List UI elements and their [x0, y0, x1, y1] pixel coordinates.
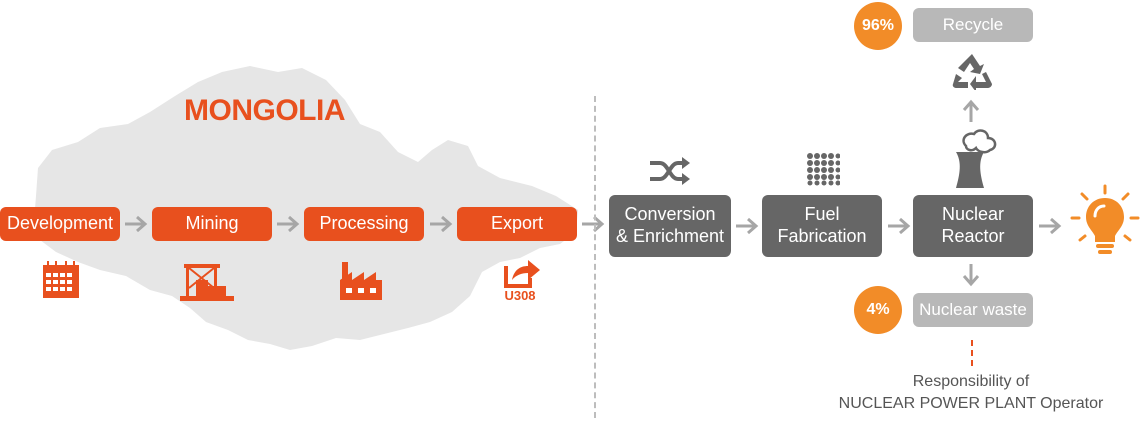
responsibility-connector-line	[971, 340, 973, 366]
waste-percent-badge: 4%	[854, 286, 902, 334]
arrow-right	[582, 215, 605, 233]
shuffle-icon	[650, 157, 690, 185]
recycle-percent-badge: 96%	[854, 2, 902, 50]
step-mining-box: Mining	[152, 207, 272, 241]
step-development-box: Development	[0, 207, 120, 241]
light-bulb-icon	[1070, 184, 1140, 254]
mining-rig-icon	[180, 264, 234, 301]
arrow-right	[277, 215, 300, 233]
fuel-grid-icon	[807, 153, 840, 186]
step-export-box: Export	[457, 207, 577, 241]
fuel-fabrication-box: Fuel Fabrication	[762, 195, 882, 257]
cooling-tower-icon	[956, 129, 997, 188]
factory-icon	[340, 262, 382, 300]
responsibility-line-2: NUCLEAR POWER PLANT Operator	[838, 394, 1104, 412]
arrow-right	[1039, 217, 1062, 235]
calendar-icon	[43, 261, 79, 298]
step-processing-box: Processing	[304, 207, 424, 241]
recycle-icon	[952, 54, 992, 90]
conversion-enrichment-box: Conversion & Enrichment	[609, 195, 731, 257]
region-title: MONGOLIA	[184, 94, 346, 127]
responsibility-note: Responsibility of NUCLEAR POWER PLANT Op…	[820, 371, 1122, 414]
responsibility-line-1: Responsibility of	[912, 373, 1030, 390]
export-share-icon	[504, 260, 540, 288]
nuclear-waste-box: Nuclear waste	[913, 293, 1033, 327]
nuclear-reactor-box: Nuclear Reactor	[913, 195, 1033, 257]
arrow-right	[430, 215, 453, 233]
arrow-up	[962, 99, 980, 122]
arrow-right	[125, 215, 148, 233]
recycle-box: Recycle	[913, 8, 1033, 42]
arrow-right	[888, 217, 911, 235]
export-icon-label: U308	[504, 288, 536, 303]
region-divider-line	[594, 96, 596, 418]
arrow-right	[736, 217, 759, 235]
arrow-down	[962, 264, 980, 287]
